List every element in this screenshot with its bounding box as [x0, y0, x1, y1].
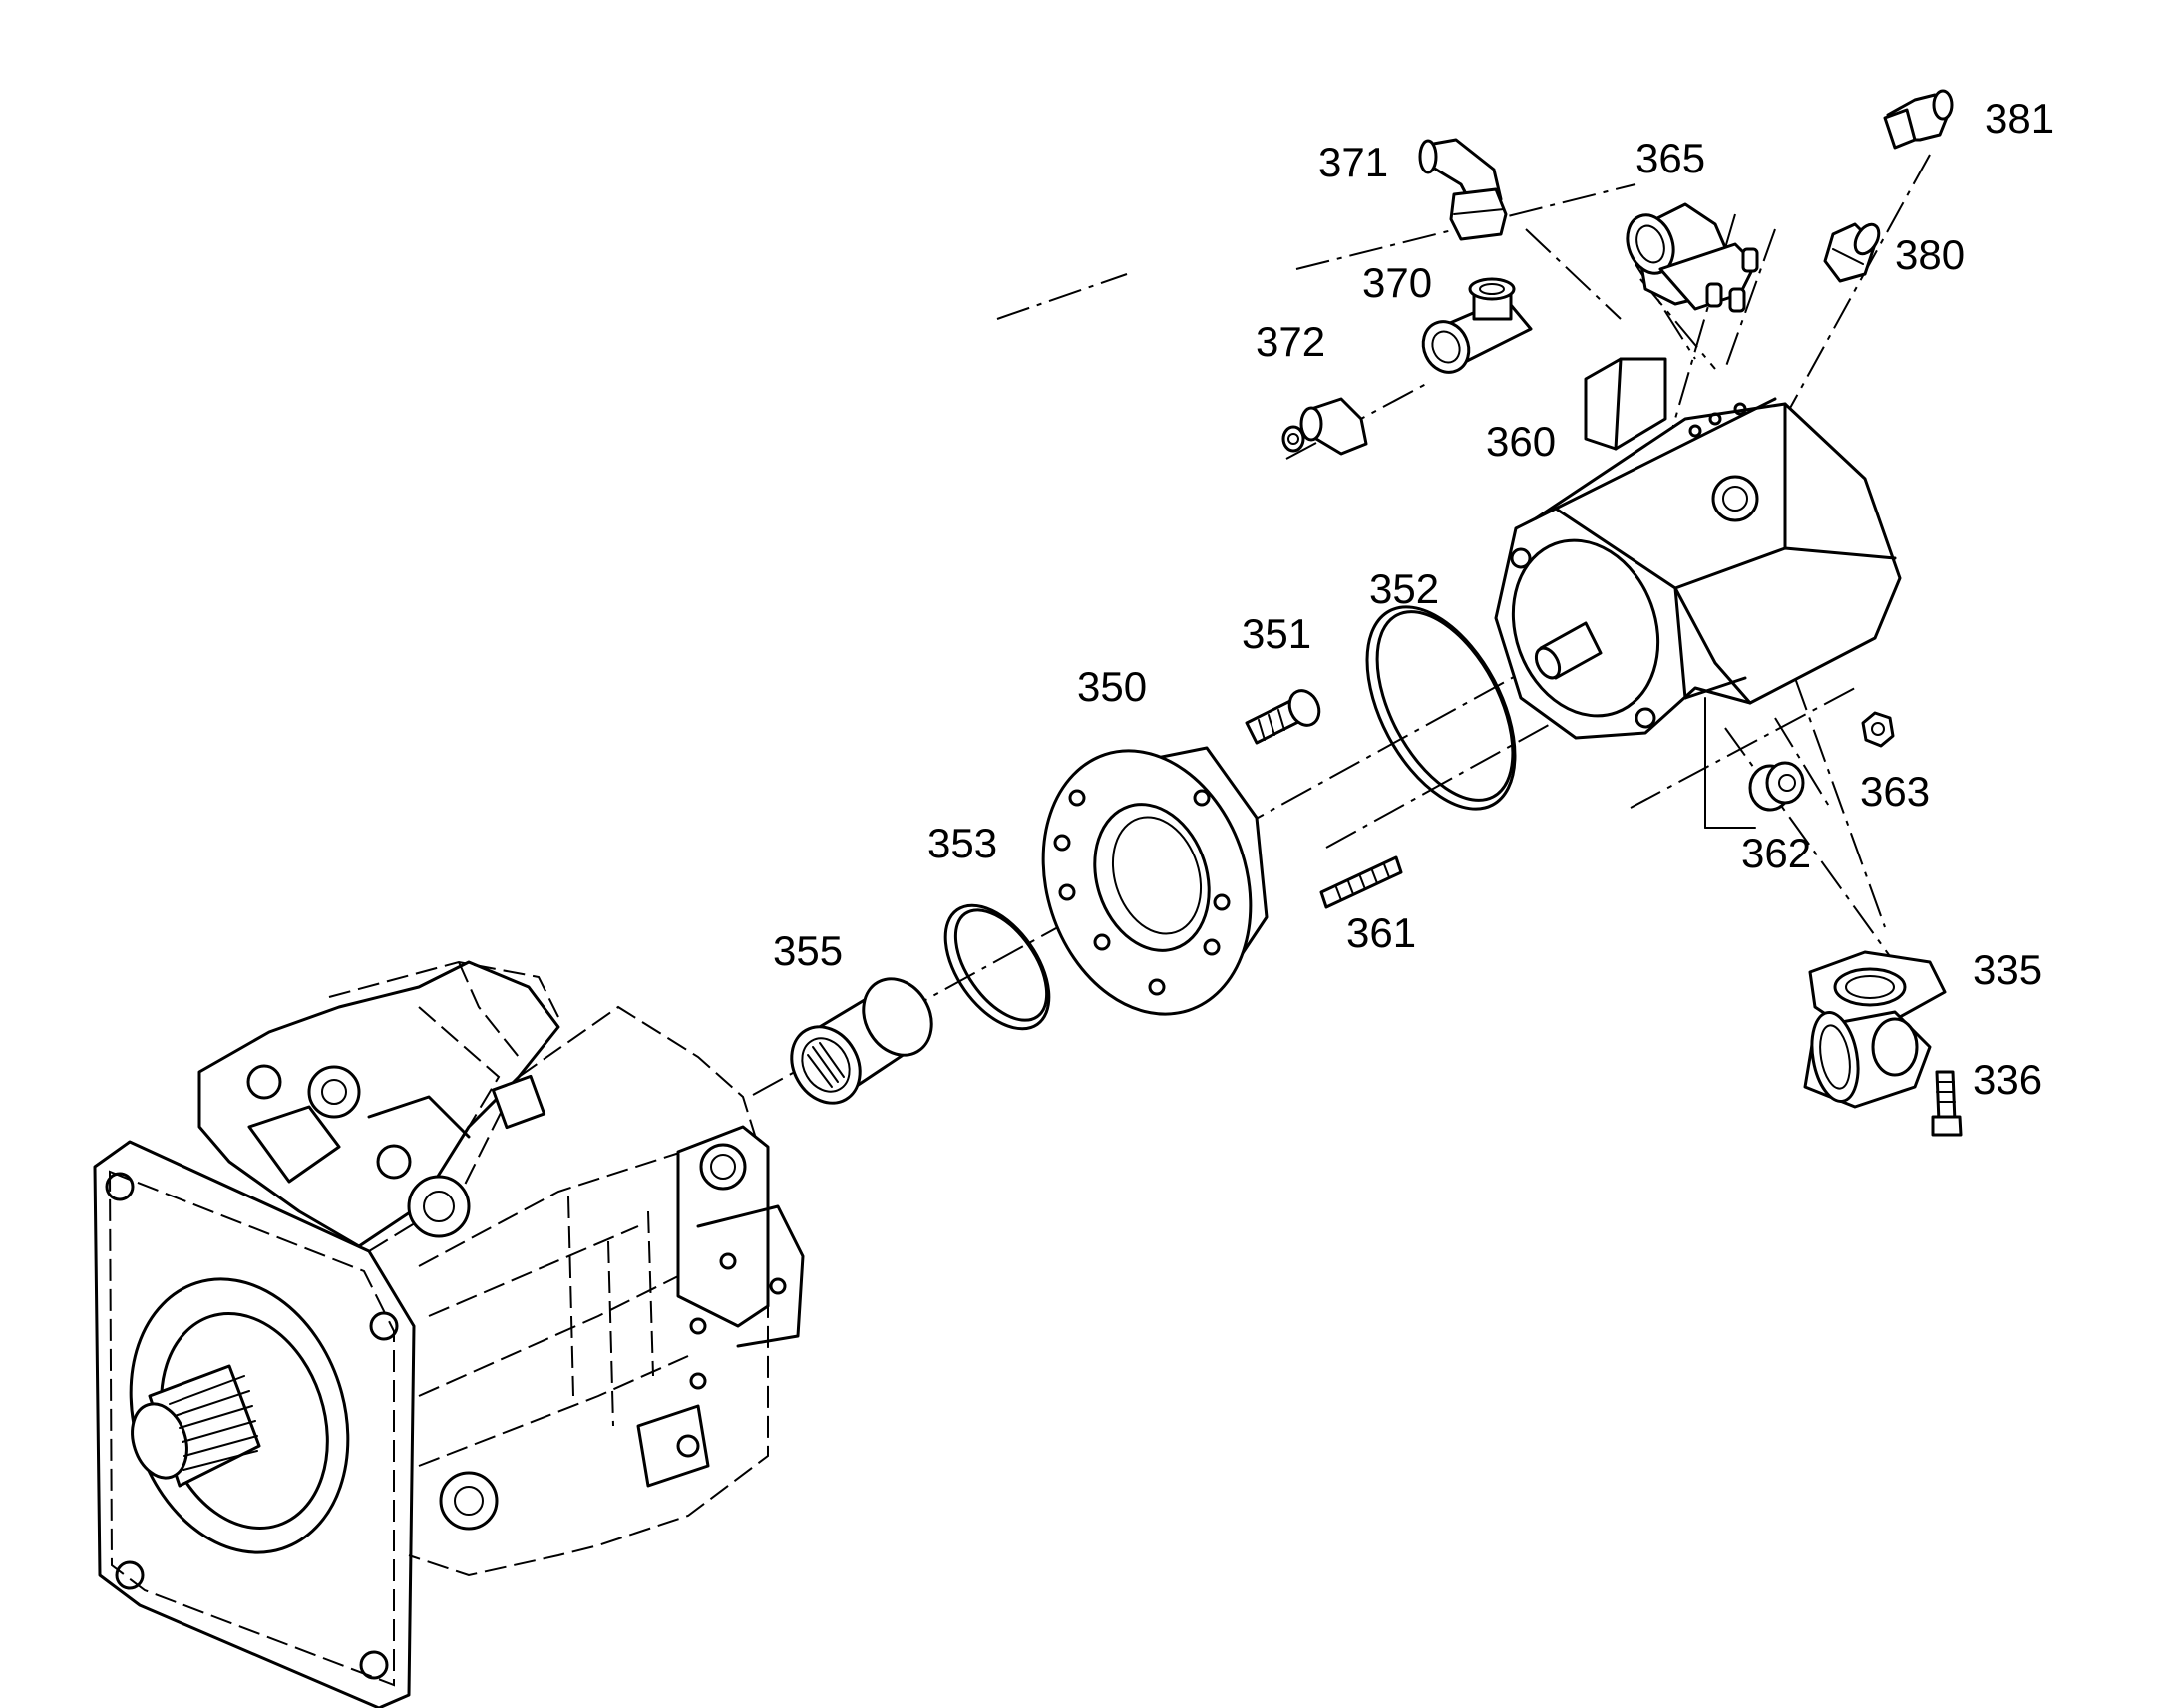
callout-365: 365	[1635, 135, 1705, 181]
callout-335: 335	[1973, 946, 2042, 993]
part-353-o-ring	[943, 903, 1051, 1031]
part-360-auxiliary-pump	[1494, 357, 1902, 740]
callout-380: 380	[1895, 231, 1965, 278]
part-380-adapter	[1823, 222, 1881, 283]
part-361-stud	[1319, 855, 1403, 909]
part-365-elbow-flange	[1626, 202, 1759, 313]
part-336-bolt	[1931, 1070, 1963, 1137]
part-352-o-ring	[1365, 605, 1517, 811]
callout-361: 361	[1346, 909, 1416, 956]
callout-381: 381	[1985, 95, 2054, 142]
callout-labels: 381 371 365 380 370 372 360 352 351 350 …	[773, 95, 2054, 1103]
callout-336: 336	[1973, 1056, 2042, 1103]
callout-352: 352	[1369, 565, 1439, 612]
callout-351: 351	[1242, 610, 1311, 657]
callout-360: 360	[1486, 418, 1556, 465]
callout-371: 371	[1318, 139, 1388, 185]
part-363-nut	[1861, 711, 1895, 748]
part-350-adapter-flange	[1041, 746, 1269, 1016]
callout-350: 350	[1077, 663, 1147, 710]
callout-362: 362	[1741, 830, 1811, 876]
part-370-tee-fitting	[1421, 277, 1533, 374]
part-371-elbow-fitting	[1418, 138, 1508, 241]
callout-370: 370	[1362, 259, 1432, 306]
part-335-elbow-flange	[1803, 950, 1947, 1109]
callout-353: 353	[927, 820, 997, 866]
callout-372: 372	[1256, 318, 1325, 365]
main-pump-housing	[93, 960, 805, 1708]
part-355-coupling-sleeve	[790, 977, 933, 1105]
part-362-spacer	[1748, 761, 1805, 812]
part-351-bolt	[1245, 689, 1321, 745]
callout-363: 363	[1860, 768, 1930, 815]
callout-355: 355	[773, 927, 843, 974]
part-372-plug	[1281, 397, 1368, 456]
part-381-elbow	[1883, 89, 1954, 150]
